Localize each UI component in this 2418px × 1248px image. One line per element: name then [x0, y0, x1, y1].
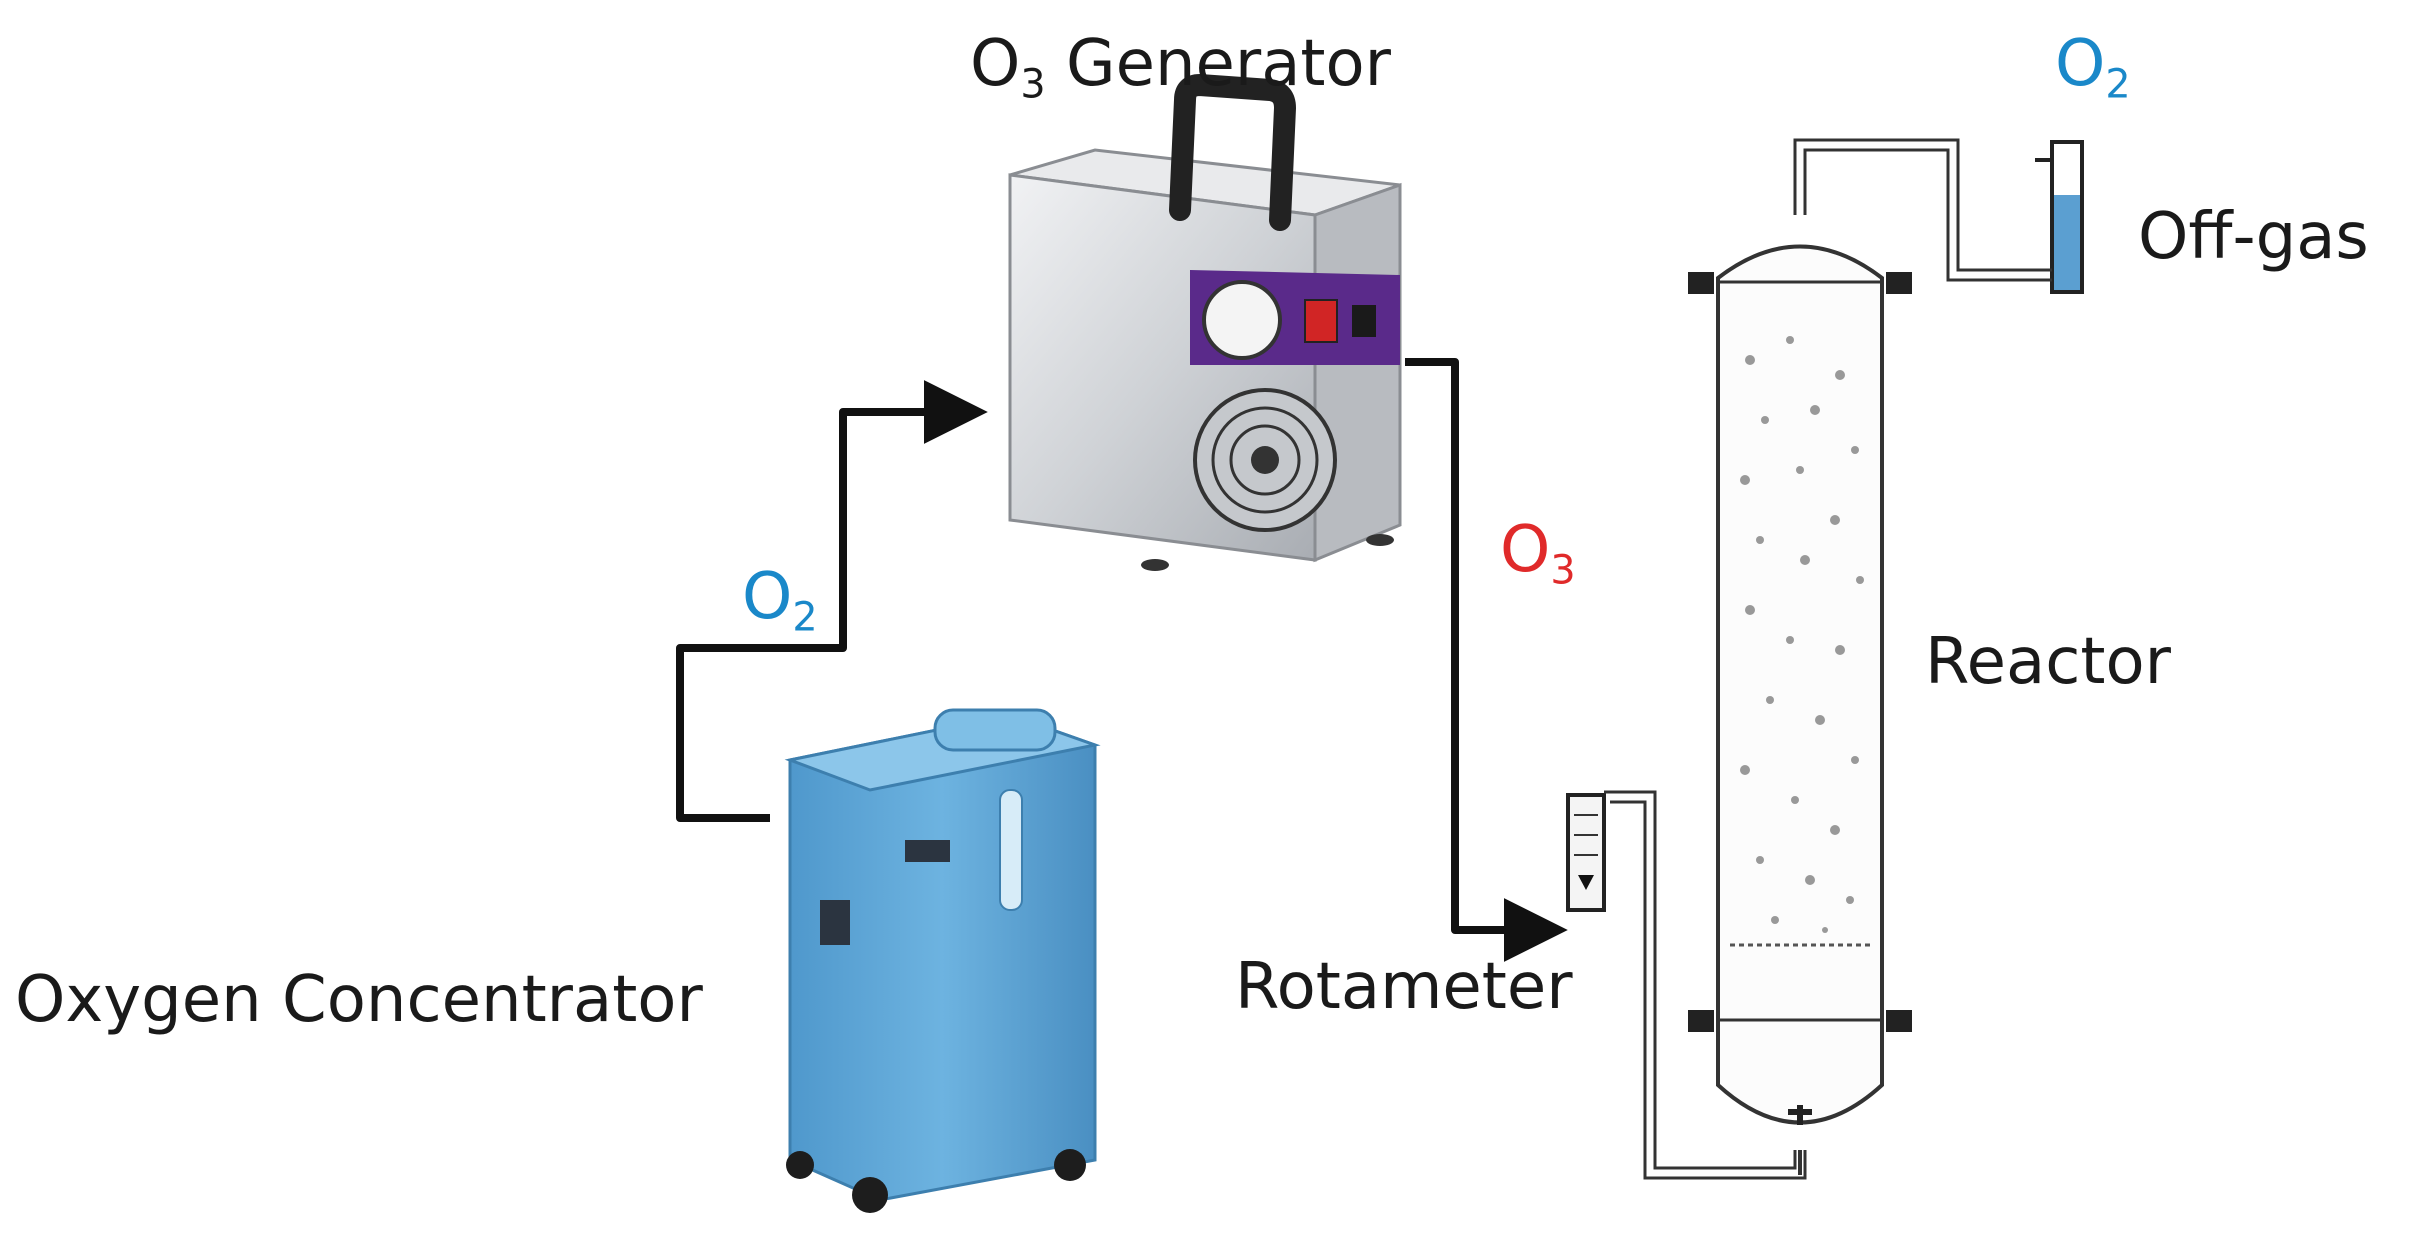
rotameter	[1566, 793, 1606, 912]
double-lines	[1604, 138, 2052, 1180]
label-o2-flow: O2	[742, 560, 818, 641]
reactor-column	[1688, 244, 1912, 1175]
label-rotameter: Rotameter	[1235, 950, 1573, 1024]
label-offgas: Off-gas	[2138, 200, 2369, 274]
label-o2-offgas: O2	[2055, 27, 2131, 108]
reactor-bubbles	[1740, 336, 1864, 933]
label-oxygen-concentrator: Oxygen Concentrator	[15, 963, 703, 1037]
o3-generator	[1008, 73, 1402, 571]
label-o3-generator: O3 Generator	[970, 27, 1391, 108]
label-o3-flow: O3	[1500, 513, 1576, 594]
label-reactor: Reactor	[1925, 625, 2171, 699]
reactor-flanges	[1688, 272, 1912, 1032]
oxygen-concentrator	[784, 708, 1101, 1213]
offgas-vessel	[2035, 140, 2084, 294]
flow-lines	[676, 358, 1568, 962]
